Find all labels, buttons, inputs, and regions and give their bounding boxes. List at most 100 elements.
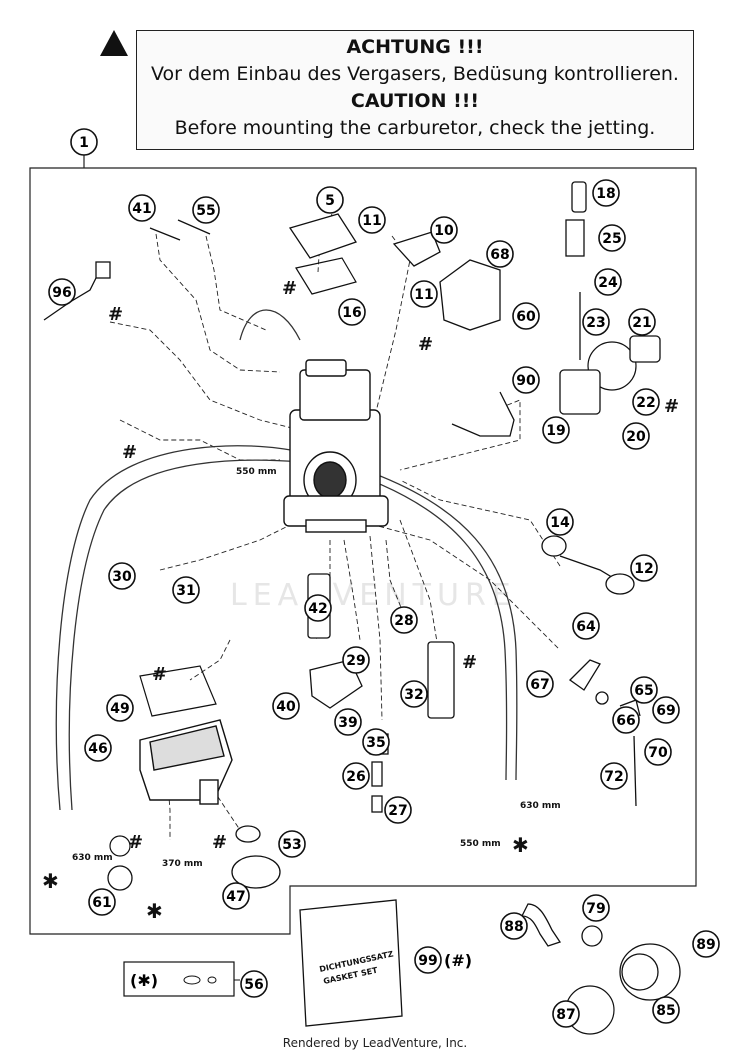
- callout-61: 61: [88, 888, 116, 916]
- callout-41: 41: [128, 194, 156, 222]
- symbol-markers: # # # # # # # # # ✱ ✱ ✱: [42, 278, 679, 923]
- callout-65: 65: [630, 676, 658, 704]
- dimension-labels: 550 mm 630 mm 370 mm 630 mm 550 mm: [72, 467, 561, 869]
- callout-89: 89: [692, 930, 720, 958]
- dimension-label: 370 mm: [162, 859, 203, 869]
- callout-40: 40: [272, 692, 300, 720]
- callout-circle: [128, 194, 156, 222]
- callout-label: 49: [110, 701, 129, 717]
- callout-label: 60: [516, 309, 536, 325]
- callout-label: 28: [394, 613, 413, 629]
- callout-60: 60: [512, 302, 540, 330]
- callout-56: 56: [240, 970, 268, 998]
- callout-19: 19: [542, 416, 570, 444]
- callout-circle: [612, 706, 640, 734]
- callout-30: 30: [108, 562, 136, 590]
- callout-circle: [70, 128, 98, 156]
- float-bowl: [139, 719, 233, 805]
- callout-label: 25: [602, 231, 621, 247]
- callout-circle: [630, 554, 658, 582]
- callout-28: 28: [390, 606, 418, 634]
- callout-99: 99: [414, 946, 442, 974]
- callout-5: 5: [316, 186, 344, 214]
- callout-label: 68: [490, 247, 509, 263]
- callout-circle: [390, 606, 418, 634]
- callout-64: 64: [572, 612, 600, 640]
- callout-circle: [542, 416, 570, 444]
- callout-circle: [600, 762, 628, 790]
- callout-circle: [594, 268, 622, 296]
- watermark: LEADVENTURE: [230, 578, 517, 613]
- callout-label: 10: [434, 223, 454, 239]
- callout-label: 65: [634, 683, 653, 699]
- callout-29: 29: [342, 646, 370, 674]
- callout-85: 85: [652, 996, 680, 1024]
- callout-88: 88: [500, 912, 528, 940]
- callout-label: 85: [656, 1003, 675, 1019]
- callout-circle: [582, 894, 610, 922]
- callout-18: 18: [592, 179, 620, 207]
- callout-circle: [486, 240, 514, 268]
- dimension-label: 550 mm: [236, 467, 277, 477]
- callout-circle: [628, 308, 656, 336]
- callout-label: 89: [696, 937, 715, 953]
- callout-circle: [272, 692, 300, 720]
- callout-circle: [572, 612, 600, 640]
- callout-46: 46: [84, 734, 112, 762]
- callout-label: 22: [636, 395, 655, 411]
- callout-circle: [500, 912, 528, 940]
- callout-66: 66: [612, 706, 640, 734]
- callout-circle: [630, 676, 658, 704]
- callout-90: 90: [512, 366, 540, 394]
- callout-circle: [652, 696, 680, 724]
- callout-label: 39: [338, 715, 357, 731]
- callout-label: 21: [632, 315, 651, 331]
- legend-parts: [183, 975, 217, 985]
- callout-circle: [598, 224, 626, 252]
- callout-circle: [88, 888, 116, 916]
- carburetor-body: [283, 359, 389, 533]
- callout-label: 29: [346, 653, 365, 669]
- callout-39: 39: [334, 708, 362, 736]
- callout-circle: [512, 366, 540, 394]
- callout-circle: [362, 728, 390, 756]
- callout-label: 19: [546, 423, 565, 439]
- callout-96: 96: [48, 278, 76, 306]
- callout-label: 67: [530, 677, 549, 693]
- callout-14: 14: [546, 508, 574, 536]
- callout-42: 42: [304, 594, 332, 622]
- callout-circle: [692, 930, 720, 958]
- warning-text-en: Before mounting the carburetor, check th…: [174, 117, 656, 139]
- callout-label: 11: [362, 213, 381, 229]
- callout-circle: [622, 422, 650, 450]
- callout-32: 32: [400, 680, 428, 708]
- hash-marker: #: [282, 278, 297, 299]
- callout-circle: [84, 734, 112, 762]
- callout-26: 26: [342, 762, 370, 790]
- callout-label: 31: [176, 583, 195, 599]
- callout-label: 20: [626, 429, 646, 445]
- callout-label: 69: [656, 703, 675, 719]
- callout-68: 68: [486, 240, 514, 268]
- callout-24: 24: [594, 268, 622, 296]
- callout-10: 10: [430, 216, 458, 244]
- callout-47: 47: [222, 882, 250, 910]
- callout-72: 72: [600, 762, 628, 790]
- callout-circle: [334, 708, 362, 736]
- hash-marker: #: [122, 442, 137, 463]
- cables: [55, 309, 518, 811]
- callout-circle: [106, 694, 134, 722]
- star-marker: ✱: [42, 869, 59, 893]
- callout-25: 25: [598, 224, 626, 252]
- callout-circle: [240, 970, 268, 998]
- diagram-frame: [29, 152, 697, 935]
- callout-circle: [338, 298, 366, 326]
- callout-label: 79: [586, 901, 605, 917]
- callout-27: 27: [384, 796, 412, 824]
- callout-label: 14: [550, 515, 570, 531]
- callout-label: 42: [308, 601, 327, 617]
- gaskets: [109, 257, 637, 1035]
- callout-69: 69: [652, 696, 680, 724]
